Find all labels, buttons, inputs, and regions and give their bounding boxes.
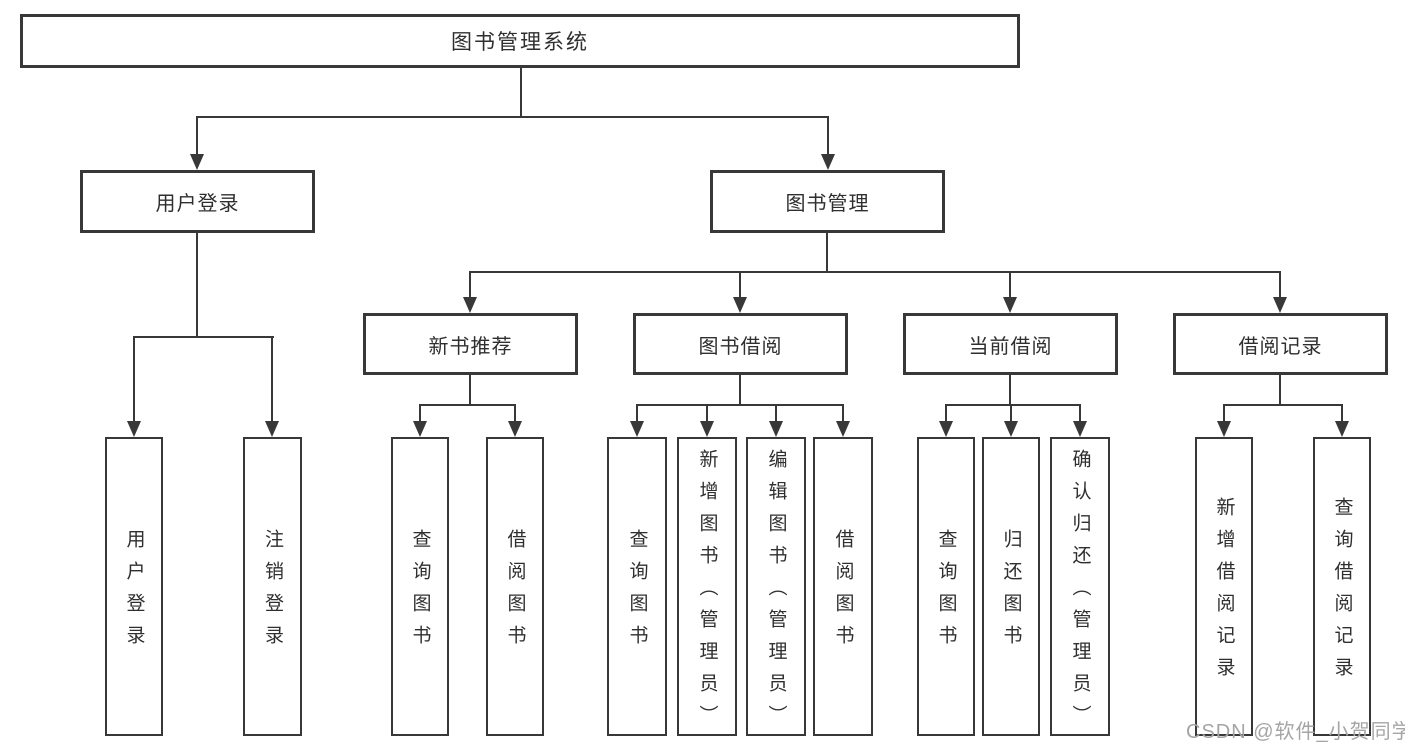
leaf-label: 借阅图书 xyxy=(504,529,526,657)
connector-shaft xyxy=(133,336,135,422)
connector-rail xyxy=(945,404,1081,406)
connector-user-rail xyxy=(133,336,274,338)
arrowhead-icon xyxy=(508,421,522,437)
arrowhead-icon xyxy=(1003,297,1017,313)
connector-shaft xyxy=(1279,271,1281,298)
leaf-query-books-current: 查询图书 xyxy=(917,437,975,736)
csdn-watermark: CSDN @软件_小贺同学 xyxy=(1186,721,1405,743)
connector-shaft xyxy=(514,404,516,422)
connector-shaft xyxy=(739,271,741,298)
connector-shaft xyxy=(1010,404,1012,422)
leaf-label: 查询借阅记录 xyxy=(1331,497,1353,689)
arrowhead-icon xyxy=(190,154,204,170)
node-label: 图书借阅 xyxy=(698,335,783,358)
leaf-return-books: 归还图书 xyxy=(982,437,1040,736)
connector-level2-rail xyxy=(469,271,1281,273)
arrowhead-icon xyxy=(1335,421,1349,437)
leaf-user-login: 用户登录 xyxy=(105,437,163,736)
connector-stem xyxy=(1009,375,1011,406)
connector-shaft xyxy=(945,404,947,422)
connector-shaft xyxy=(196,116,198,155)
arrowhead-icon xyxy=(733,297,747,313)
connector-shaft xyxy=(1341,404,1343,422)
connector-shaft xyxy=(842,404,844,422)
leaf-label: 归还图书 xyxy=(1000,529,1022,657)
node-current-borrowing: 当前借阅 xyxy=(903,313,1118,375)
arrowhead-icon xyxy=(821,154,835,170)
leaf-label: 注销登录 xyxy=(262,529,283,657)
arrowhead-icon xyxy=(413,421,427,437)
leaf-edit-books-admin: 编辑图书（管理员） xyxy=(746,437,806,737)
arrowhead-icon xyxy=(700,421,714,437)
leaf-query-books-borrowing: 查询图书 xyxy=(607,437,667,736)
leaf-label: 查询图书 xyxy=(935,529,957,657)
leaf-label: 借阅图书 xyxy=(832,529,854,657)
node-label: 新书推荐 xyxy=(428,335,513,358)
leaf-label: 用户登录 xyxy=(123,529,145,657)
connector-shaft xyxy=(1223,404,1225,422)
node-label: 借阅记录 xyxy=(1238,335,1323,358)
arrowhead-icon xyxy=(1073,421,1087,437)
arrowhead-icon xyxy=(939,421,953,437)
leaf-query-borrow-record: 查询借阅记录 xyxy=(1313,437,1371,736)
connector-shaft xyxy=(271,336,273,422)
arrowhead-icon xyxy=(769,421,783,437)
connector-stem xyxy=(469,375,471,406)
leaf-query-books-recommend: 查询图书 xyxy=(391,437,449,736)
connector-rail xyxy=(419,404,516,406)
arrowhead-icon xyxy=(836,421,850,437)
leaf-borrow-books: 借阅图书 xyxy=(813,437,873,736)
leaf-borrow-books-recommend: 借阅图书 xyxy=(486,437,544,736)
connector-shaft xyxy=(419,404,421,422)
connector-mgmt-stem xyxy=(826,233,828,273)
leaf-label: 新增借阅记录 xyxy=(1213,497,1235,689)
leaf-label: 编辑图书（管理员） xyxy=(765,449,787,737)
node-user-login: 用户登录 xyxy=(80,170,315,233)
connector-rail xyxy=(636,404,844,406)
leaf-label: 查询图书 xyxy=(626,529,648,657)
arrowhead-icon xyxy=(265,421,279,437)
node-new-book-recommend: 新书推荐 xyxy=(363,313,578,375)
leaf-add-borrow-record: 新增借阅记录 xyxy=(1195,437,1253,736)
connector-shaft xyxy=(1079,404,1081,422)
connector-shaft xyxy=(469,271,471,298)
leaf-logout: 注销登录 xyxy=(243,437,302,736)
arrowhead-icon xyxy=(1217,421,1231,437)
leaf-label: 新增图书（管理员） xyxy=(696,449,718,737)
connector-user-stem xyxy=(196,233,198,338)
connector-shaft xyxy=(636,404,638,422)
leaf-add-books-admin: 新增图书（管理员） xyxy=(677,437,737,737)
arrowhead-icon xyxy=(127,421,141,437)
node-borrowing-records: 借阅记录 xyxy=(1173,313,1388,375)
node-book-borrowing: 图书借阅 xyxy=(633,313,848,375)
arrowhead-icon xyxy=(1004,421,1018,437)
leaf-label: 查询图书 xyxy=(409,529,431,657)
node-label: 图书管理 xyxy=(785,193,870,215)
connector-stem xyxy=(739,375,741,406)
connector-shaft xyxy=(827,116,829,155)
arrowhead-icon xyxy=(1273,297,1287,313)
leaf-confirm-return-admin: 确认归还（管理员） xyxy=(1050,437,1110,737)
connector-shaft xyxy=(775,404,777,422)
connector-stem xyxy=(1279,375,1281,406)
connector-rail xyxy=(1223,404,1343,406)
leaf-label: 确认归还（管理员） xyxy=(1069,449,1091,737)
node-label: 用户登录 xyxy=(155,193,240,215)
connector-shaft xyxy=(706,404,708,422)
connector-root-stem xyxy=(520,68,522,118)
arrowhead-icon xyxy=(630,421,644,437)
node-label: 图书管理系统 xyxy=(451,31,589,54)
node-library-management-system: 图书管理系统 xyxy=(20,14,1020,68)
connector-level1-rail xyxy=(196,116,829,118)
arrowhead-icon xyxy=(463,297,477,313)
node-book-management: 图书管理 xyxy=(710,170,945,233)
node-label: 当前借阅 xyxy=(968,335,1053,358)
connector-shaft xyxy=(1009,271,1011,298)
